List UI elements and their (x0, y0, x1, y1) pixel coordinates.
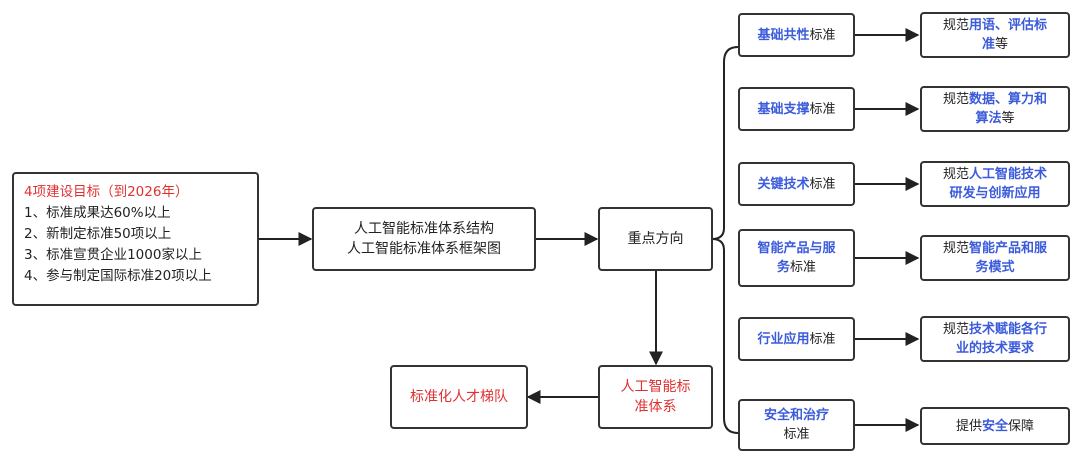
category-smart-products: 智能产品与服 务标准 (738, 229, 855, 287)
talent-box: 标准化人才梯队 (390, 365, 528, 429)
system-line2: 准体系 (634, 399, 677, 415)
desc-box: 规范数据、算力和 算法等 (920, 86, 1070, 132)
structure-line1: 人工智能标准体系结构 (354, 221, 494, 237)
focus-label: 重点方向 (627, 230, 684, 247)
category-basic-support: 基础支撑标准 (738, 87, 855, 131)
ai-standard-system-box: 人工智能标 准体系 (598, 365, 713, 429)
category-industry-app: 行业应用标准 (738, 317, 855, 361)
desc-box: 规范技术赋能各行 业的技术要求 (920, 316, 1070, 362)
category-safety-governance: 安全和治疗 标准 (738, 399, 855, 451)
goal-item: 2、新制定标准50项以上 (24, 226, 172, 242)
category-key-tech: 关键技术标准 (738, 162, 855, 206)
desc-box: 规范智能产品和服 务模式 (920, 235, 1070, 281)
system-line1: 人工智能标 (620, 379, 691, 395)
brace (711, 46, 739, 434)
desc-box: 提供安全保障 (920, 407, 1070, 445)
talent-label: 标准化人才梯队 (410, 388, 508, 405)
structure-line2: 人工智能标准体系框架图 (347, 241, 501, 257)
structure-box: 人工智能标准体系结构 人工智能标准体系框架图 (312, 207, 536, 271)
desc-box: 规范用语、评估标 准等 (920, 12, 1070, 58)
goals-title: 4项建设目标（到2026年） (24, 184, 189, 200)
goals-box: 4项建设目标（到2026年） 1、标准成果达60%以上 2、新制定标准50项以上… (12, 172, 259, 306)
goal-item: 3、标准宣贯企业1000家以上 (24, 247, 202, 263)
goal-item: 1、标准成果达60%以上 (24, 205, 171, 221)
focus-box: 重点方向 (598, 207, 713, 271)
category-basic-common: 基础共性标准 (738, 13, 855, 57)
goal-item: 4、参与制定国际标准20项以上 (24, 268, 212, 284)
desc-box: 规范人工智能技术 研发与创新应用 (920, 161, 1070, 207)
